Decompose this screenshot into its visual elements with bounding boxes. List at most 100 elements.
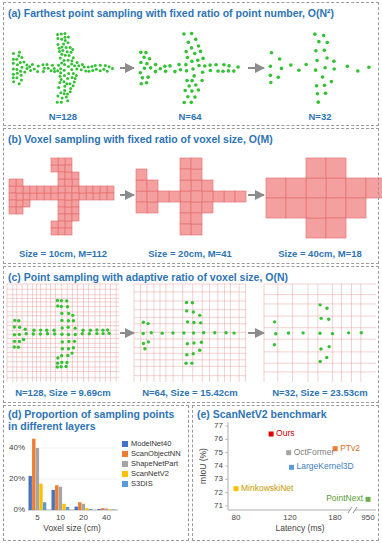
point xyxy=(324,92,328,96)
point xyxy=(80,68,83,71)
voxel xyxy=(65,158,72,165)
point xyxy=(190,89,194,93)
bar xyxy=(89,509,92,511)
voxel xyxy=(51,221,58,228)
point xyxy=(68,82,71,85)
point xyxy=(59,91,62,94)
point xyxy=(87,70,90,73)
voxel xyxy=(9,200,16,207)
voxel-grid xyxy=(266,158,382,238)
point xyxy=(160,331,163,334)
point xyxy=(99,64,102,67)
voxel xyxy=(180,169,191,180)
point xyxy=(53,70,56,73)
flow-arrow xyxy=(120,67,134,69)
point xyxy=(45,63,48,66)
point-cloud xyxy=(142,301,236,365)
voxel xyxy=(9,207,16,214)
voxel xyxy=(9,179,16,186)
point xyxy=(304,63,308,67)
voxel xyxy=(16,186,23,193)
point-label: PTv2 xyxy=(340,444,360,453)
point xyxy=(60,312,63,315)
point xyxy=(192,74,196,78)
point xyxy=(61,340,64,343)
x-tick: 10 xyxy=(56,514,65,523)
point xyxy=(36,70,39,73)
point xyxy=(88,332,91,335)
voxel xyxy=(306,198,326,218)
point xyxy=(367,65,371,69)
point xyxy=(185,353,188,356)
panel-heading: (b) Voxel sampling with fixed ratio of v… xyxy=(4,131,277,147)
point xyxy=(26,67,29,70)
data-marker xyxy=(269,432,274,437)
point xyxy=(56,365,59,368)
point xyxy=(60,78,63,81)
point xyxy=(67,333,70,336)
point xyxy=(67,65,70,68)
legend-text: ModelNet40 xyxy=(131,440,171,448)
sample-count: N=64, Size = 15.42cm xyxy=(142,388,238,398)
point xyxy=(142,332,145,335)
point xyxy=(71,76,74,79)
voxel xyxy=(235,191,246,202)
voxel xyxy=(51,158,58,165)
y-tick: 40% xyxy=(9,444,25,453)
voxel xyxy=(191,191,202,202)
voxel xyxy=(65,221,72,228)
point xyxy=(187,84,191,88)
flow-arrow xyxy=(248,67,264,69)
point xyxy=(59,67,62,70)
voxel xyxy=(180,191,191,202)
legend-entry: ShapeNetPart xyxy=(122,460,178,468)
point xyxy=(60,32,63,35)
point xyxy=(56,95,59,98)
point xyxy=(64,365,67,368)
point xyxy=(56,69,59,72)
voxel xyxy=(58,186,65,193)
point xyxy=(199,321,202,324)
point xyxy=(13,333,16,336)
point xyxy=(332,67,336,71)
point xyxy=(194,38,198,42)
bar xyxy=(36,448,39,510)
point xyxy=(33,68,36,71)
point xyxy=(142,55,146,59)
point xyxy=(60,319,63,322)
point xyxy=(56,361,59,364)
point xyxy=(32,329,35,332)
point xyxy=(141,76,145,80)
voxel xyxy=(180,180,191,191)
point xyxy=(63,59,66,62)
point xyxy=(20,74,23,77)
voxel xyxy=(58,228,65,235)
bar-chart xyxy=(28,439,118,510)
point xyxy=(91,69,94,72)
bar xyxy=(108,509,111,511)
point xyxy=(330,80,334,84)
voxel xyxy=(16,200,23,207)
point xyxy=(60,365,63,368)
point xyxy=(190,32,194,36)
voxel xyxy=(169,191,180,202)
point xyxy=(192,321,195,324)
point xyxy=(332,60,336,64)
point xyxy=(67,72,70,75)
point xyxy=(270,51,274,55)
voxel xyxy=(306,178,326,198)
data-marker xyxy=(286,450,291,455)
point xyxy=(63,63,66,66)
point xyxy=(13,340,16,343)
point xyxy=(319,347,322,350)
point xyxy=(227,64,231,68)
voxel xyxy=(58,158,65,165)
point xyxy=(150,331,153,334)
point xyxy=(83,66,86,69)
adaptive-grid xyxy=(134,284,246,382)
point xyxy=(32,332,35,335)
voxel xyxy=(136,202,147,213)
point xyxy=(347,331,350,334)
point xyxy=(143,347,146,350)
point xyxy=(60,101,63,104)
